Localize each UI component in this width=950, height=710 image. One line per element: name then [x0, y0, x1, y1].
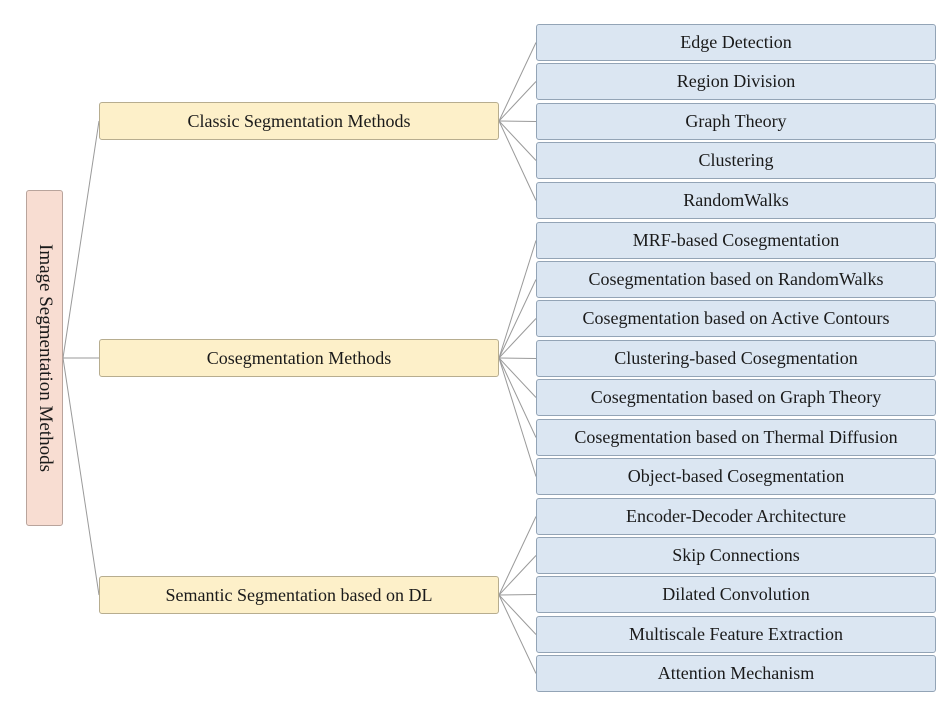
connector-line [498, 357, 537, 359]
connector-line [62, 357, 100, 596]
leaf-node: MRF-based Cosegmentation [536, 222, 936, 259]
leaf-node: Multiscale Feature Extraction [536, 616, 936, 653]
connector-line [498, 120, 537, 201]
connector-line [498, 357, 537, 477]
connector-line [498, 594, 537, 635]
connector-line [498, 81, 537, 122]
leaf-node: Object-based Cosegmentation [536, 458, 936, 495]
connector-line [498, 357, 537, 398]
connector-line [498, 594, 537, 674]
connector-line [498, 42, 537, 122]
leaf-node: Skip Connections [536, 537, 936, 574]
leaf-node: Encoder-Decoder Architecture [536, 498, 936, 535]
leaf-node: RandomWalks [536, 182, 936, 219]
connector-line [62, 120, 100, 359]
group-node-semantic-dl: Semantic Segmentation based on DL [99, 576, 499, 614]
leaf-node: Edge Detection [536, 24, 936, 61]
connector-line [498, 357, 537, 438]
group-node-classic: Classic Segmentation Methods [99, 102, 499, 140]
connector-line [498, 120, 537, 122]
leaf-node: Clustering-based Cosegmentation [536, 340, 936, 377]
root-label: Image Segmentation Methods [34, 244, 56, 472]
leaf-node: Region Division [536, 63, 936, 100]
connector-line [498, 594, 537, 596]
group-node-cosegmentation: Cosegmentation Methods [99, 339, 499, 377]
leaf-node: Dilated Convolution [536, 576, 936, 613]
connector-line [498, 120, 537, 161]
connector-line [498, 240, 537, 359]
leaf-node: Cosegmentation based on Thermal Diffusio… [536, 419, 936, 456]
connector-line [498, 318, 537, 359]
leaf-node: Attention Mechanism [536, 655, 936, 692]
connector-line [498, 555, 537, 596]
connector-line [498, 516, 537, 596]
leaf-node: Cosegmentation based on Graph Theory [536, 379, 936, 416]
connector-line [498, 279, 537, 359]
leaf-node: Cosegmentation based on Active Contours [536, 300, 936, 337]
leaf-node: Cosegmentation based on RandomWalks [536, 261, 936, 298]
leaf-node: Clustering [536, 142, 936, 179]
root-node: Image Segmentation Methods [26, 190, 63, 526]
leaf-node: Graph Theory [536, 103, 936, 140]
